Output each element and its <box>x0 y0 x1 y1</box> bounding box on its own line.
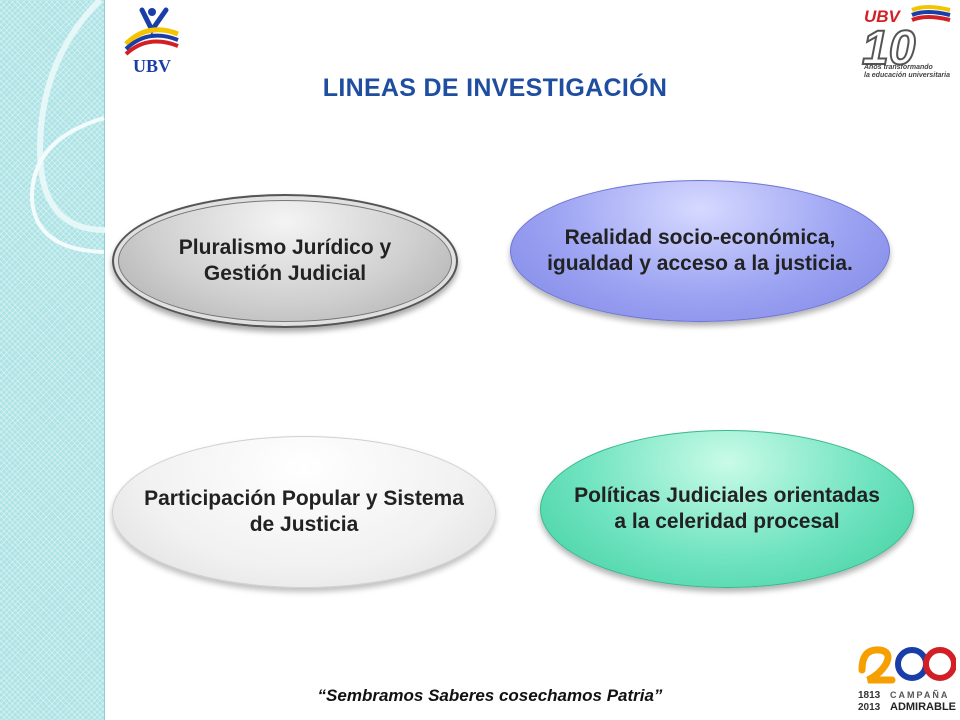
side-decorative-band <box>0 0 105 720</box>
research-line-politicas: Políticas Judiciales orientadas a la cel… <box>540 430 914 588</box>
research-line-realidad: Realidad socio-económica, igualdad y acc… <box>510 180 890 322</box>
decorative-arcs <box>29 0 106 254</box>
research-line-label: Pluralismo Jurídico y Gestión Judicial <box>178 236 392 285</box>
campana-year-1: 1813 <box>858 690 881 701</box>
campana-admirable-logo: 1813 2013 CAMPAÑA ADMIRABLE <box>856 640 956 718</box>
research-line-label: Participación Popular y Sistema de Justi… <box>144 487 464 536</box>
campana-word-1: CAMPAÑA <box>890 690 950 700</box>
page-title: LINEAS DE INVESTIGACIÓN <box>322 74 668 102</box>
campana-word-2: ADMIRABLE <box>890 701 956 713</box>
ubv-10-tagline-line-2: la educación universitaria <box>864 72 950 79</box>
research-line-participacion: Participación Popular y Sistema de Justi… <box>112 436 496 588</box>
campana-emblem-icon <box>858 646 956 684</box>
research-line-label: Realidad socio-económica, igualdad y acc… <box>547 226 853 275</box>
ubv-10-brand: UBV <box>864 7 902 26</box>
research-line-label: Políticas Judiciales orientadas a la cel… <box>574 484 880 533</box>
ubv-10-tagline: Años transformando la educación universi… <box>864 64 960 80</box>
footer-slogan: “Sembramos Saberes cosechamos Patria” <box>317 686 663 705</box>
ubv-10-logo: UBV 10 <box>861 5 951 76</box>
ubv-10-number: 10 <box>862 22 916 75</box>
ubv-logo: UBV <box>124 7 179 76</box>
research-line-pluralismo: Pluralismo Jurídico y Gestión Judicial <box>112 194 458 328</box>
campana-year-2: 2013 <box>858 702 881 713</box>
ubv-10-tagline-line-1: Años transformando <box>864 64 933 71</box>
ubv-logo-text: UBV <box>133 56 171 76</box>
